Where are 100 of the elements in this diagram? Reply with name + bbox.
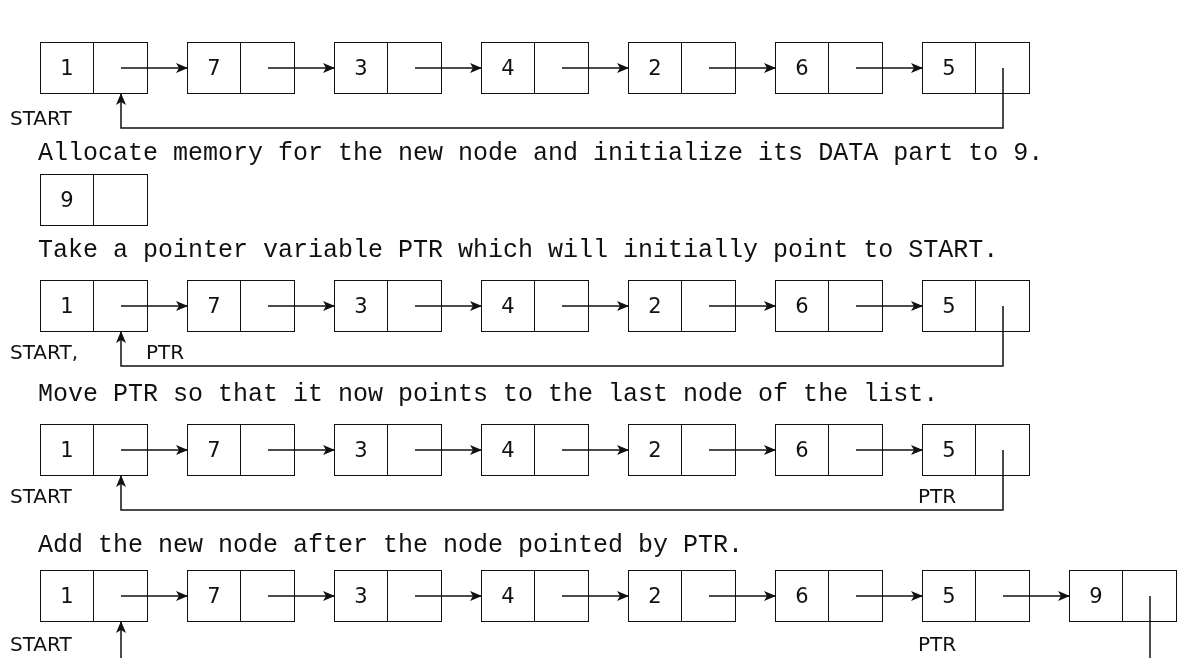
list-node	[40, 174, 148, 226]
pointer-arrow	[267, 591, 335, 601]
list-node	[481, 42, 589, 94]
node-value: 3	[335, 281, 388, 331]
pointer-arrow	[855, 591, 923, 601]
pointer-arrow	[120, 445, 188, 455]
node-value: 9	[41, 175, 94, 225]
pointer-arrow	[708, 445, 776, 455]
list-node	[334, 42, 442, 94]
node-value: 6	[776, 571, 829, 621]
pointer-arrow	[561, 63, 629, 73]
node-value: 4	[482, 571, 535, 621]
list-node	[334, 280, 442, 332]
node-value: 7	[188, 425, 241, 475]
step-description: Allocate memory for the new node and initialize its DATA part to 9.	[38, 139, 1044, 168]
node-value: 1	[41, 425, 94, 475]
node-value: 2	[629, 43, 682, 93]
node-value: 1	[41, 281, 94, 331]
pointer-arrow	[267, 445, 335, 455]
list-node	[628, 424, 736, 476]
node-value: 7	[188, 43, 241, 93]
list-node	[628, 42, 736, 94]
pointer-arrow	[855, 301, 923, 311]
list-node	[481, 280, 589, 332]
pointer-arrow	[116, 621, 126, 658]
list-node	[775, 42, 883, 94]
list-node	[481, 424, 589, 476]
node-value: 5	[923, 425, 976, 475]
list-node	[187, 280, 295, 332]
list-node	[334, 424, 442, 476]
node-value: 7	[188, 571, 241, 621]
pointer-label: PTR	[918, 632, 957, 656]
node-value: 2	[629, 281, 682, 331]
list-node	[922, 570, 1030, 622]
node-value: 6	[776, 281, 829, 331]
pointer-arrow	[855, 63, 923, 73]
node-value: 5	[923, 281, 976, 331]
pointer-label: PTR	[918, 484, 957, 508]
pointer-arrow	[120, 301, 188, 311]
pointer-arrow	[120, 63, 188, 73]
pointer-arrow	[414, 445, 482, 455]
pointer-arrow	[414, 301, 482, 311]
pointer-arrow	[1002, 591, 1070, 601]
pointer-arrow	[120, 591, 188, 601]
list-node	[628, 280, 736, 332]
node-value: 2	[629, 425, 682, 475]
list-node	[481, 570, 589, 622]
pointer-arrow	[116, 67, 1004, 129]
pointer-arrow	[561, 301, 629, 311]
node-value: 6	[776, 425, 829, 475]
node-value: 6	[776, 43, 829, 93]
list-node	[40, 570, 148, 622]
pointer-arrow	[561, 445, 629, 455]
node-value: 4	[482, 43, 535, 93]
node-value: 2	[629, 571, 682, 621]
list-node	[775, 280, 883, 332]
list-node	[187, 424, 295, 476]
list-node	[1069, 570, 1177, 622]
pointer-label: START	[10, 484, 72, 508]
node-value: 3	[335, 425, 388, 475]
node-value: 5	[923, 43, 976, 93]
step-description: Add the new node after the node pointed by PTR.	[38, 531, 744, 560]
node-value: 9	[1070, 571, 1123, 621]
node-value: 3	[335, 571, 388, 621]
pointer-label: START	[10, 106, 72, 130]
node-value: 1	[41, 571, 94, 621]
pointer-arrow	[561, 591, 629, 601]
node-value: 5	[923, 571, 976, 621]
pointer-arrow	[116, 449, 1004, 511]
pointer-arrow	[116, 305, 1004, 367]
pointer-arrow	[708, 63, 776, 73]
list-node	[922, 42, 1030, 94]
list-node	[775, 570, 883, 622]
step-description: Take a pointer variable PTR which will initially point to START.	[38, 236, 999, 265]
node-value: 4	[482, 425, 535, 475]
list-node	[922, 280, 1030, 332]
pointer-arrow	[855, 445, 923, 455]
list-node	[40, 424, 148, 476]
pointer-label: START,	[10, 340, 79, 364]
node-value: 4	[482, 281, 535, 331]
list-node	[187, 570, 295, 622]
pointer-arrow	[708, 591, 776, 601]
list-node	[40, 42, 148, 94]
node-value: 1	[41, 43, 94, 93]
pointer-label: START	[10, 632, 72, 656]
node-value: 7	[188, 281, 241, 331]
list-node	[628, 570, 736, 622]
list-node	[775, 424, 883, 476]
list-node	[922, 424, 1030, 476]
list-node	[187, 42, 295, 94]
pointer-arrow	[267, 63, 335, 73]
list-node	[334, 570, 442, 622]
list-node	[40, 280, 148, 332]
pointer-arrow	[414, 591, 482, 601]
node-value: 3	[335, 43, 388, 93]
pointer-label: PTR	[146, 340, 185, 364]
step-description: Move PTR so that it now points to the last node of the list.	[38, 380, 939, 409]
pointer-arrow	[267, 301, 335, 311]
pointer-arrow	[708, 301, 776, 311]
pointer-arrow	[414, 63, 482, 73]
